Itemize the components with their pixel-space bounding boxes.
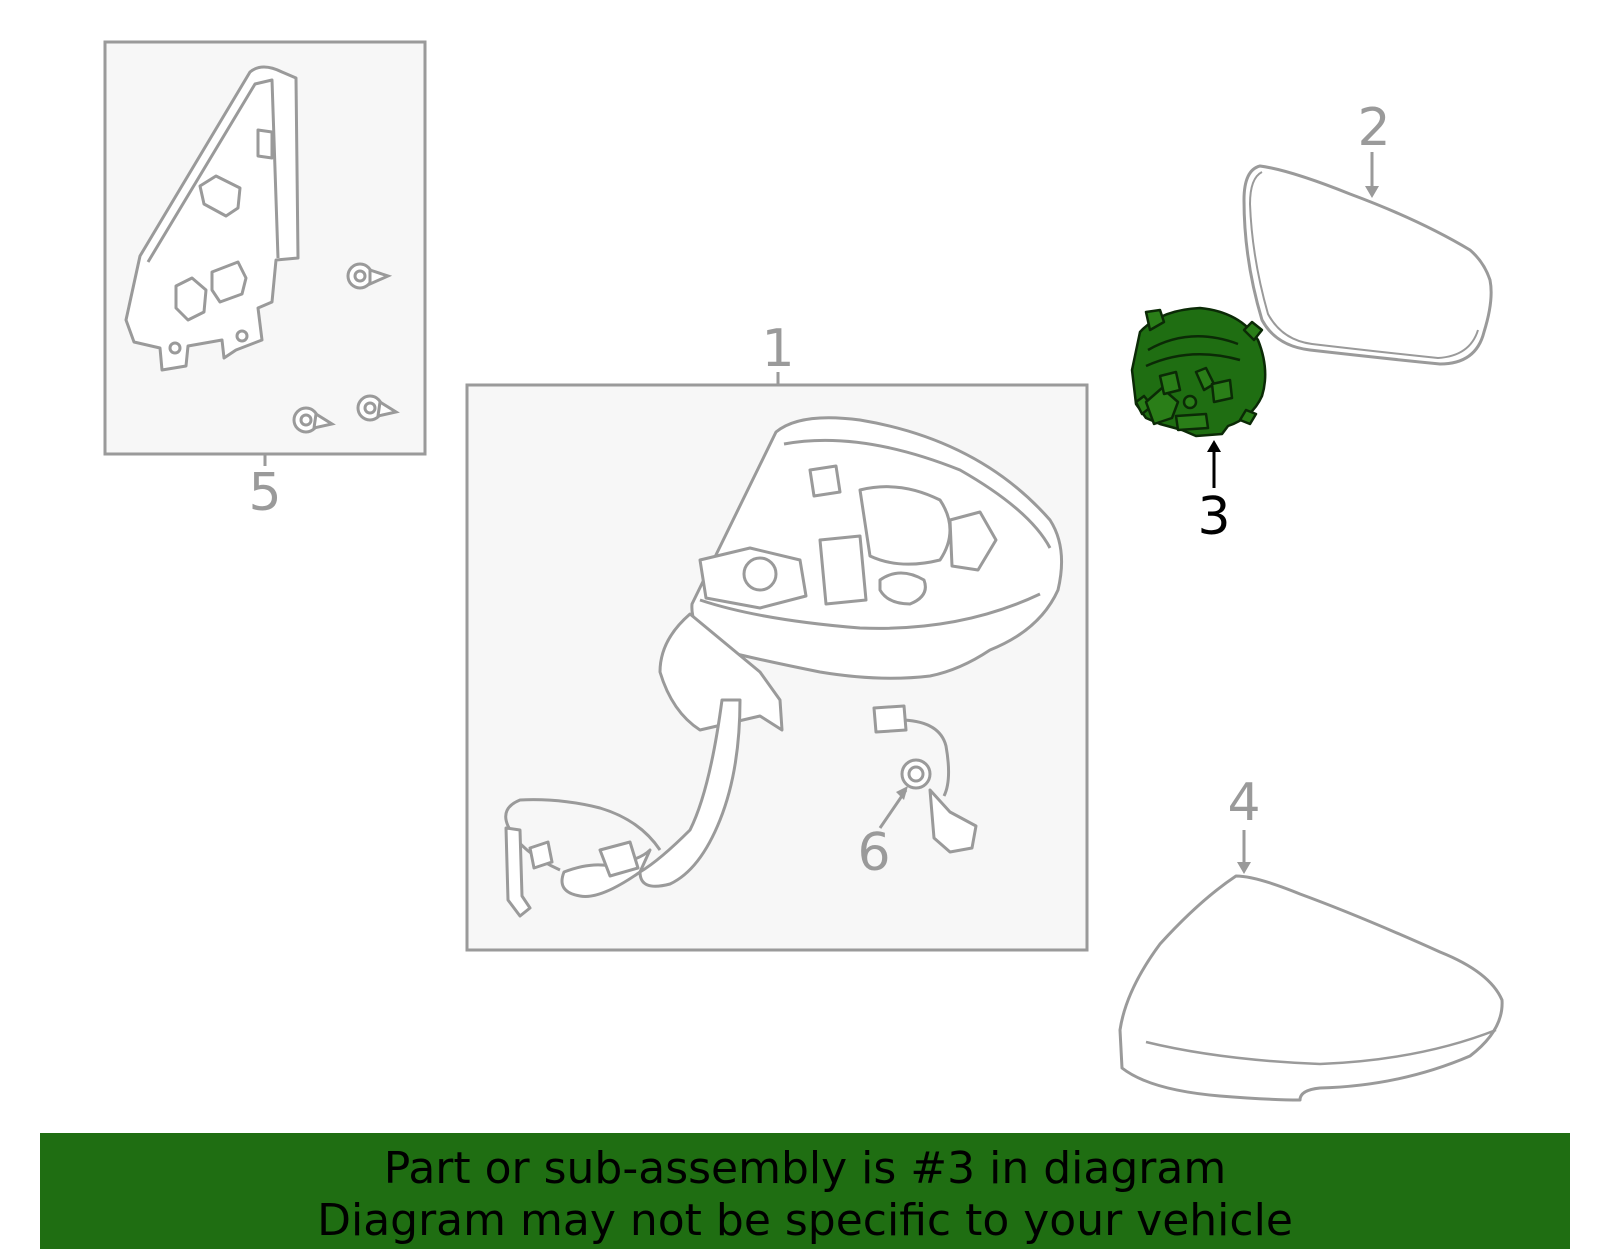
callout-4-arrowhead xyxy=(1237,862,1251,874)
banner-line-1: Part or sub-assembly is #3 in diagram xyxy=(383,1143,1227,1194)
part-4-mirror-cover xyxy=(1118,874,1504,1102)
callout-5: 5 xyxy=(248,463,281,523)
banner-line-2: Diagram may not be specific to your vehi… xyxy=(317,1195,1293,1246)
part-5-screw-b xyxy=(292,406,336,434)
callout-2-arrowhead xyxy=(1365,186,1379,198)
part-3-group: 3 xyxy=(1130,306,1267,547)
info-banner: Part or sub-assembly is #3 in diagram Di… xyxy=(40,1133,1570,1249)
callout-6: 6 xyxy=(857,823,890,883)
part-6-harness xyxy=(872,704,978,854)
part-2-group: 2 xyxy=(1242,98,1493,366)
callout-4: 4 xyxy=(1227,773,1260,833)
part-4-group: 4 xyxy=(1118,773,1504,1102)
callout-3: 3 xyxy=(1197,487,1230,547)
callout-6-arrowhead xyxy=(896,786,908,800)
part-2-glass-edge xyxy=(1248,171,1479,360)
part-1-group: 1 6 xyxy=(465,319,1089,952)
part-5-group: 5 xyxy=(103,40,427,523)
callout-1: 1 xyxy=(761,319,794,379)
part-4-cover-seam xyxy=(1145,1028,1497,1066)
part-5-screw-a xyxy=(346,262,393,290)
part-5-screw-c xyxy=(356,394,400,422)
part-3-mirror-actuator xyxy=(1130,306,1267,438)
callout-2: 2 xyxy=(1357,98,1390,158)
part-2-mirror-glass xyxy=(1242,164,1493,366)
part-1-mirror-assembly xyxy=(504,416,1064,918)
part-5-bracket xyxy=(124,65,300,372)
callout-3-arrowhead xyxy=(1207,440,1221,452)
